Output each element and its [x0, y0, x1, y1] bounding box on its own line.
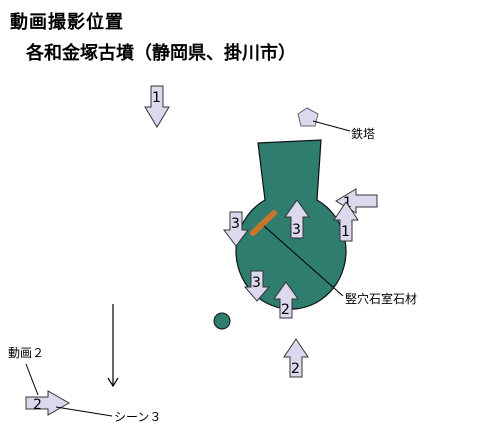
diagram-subtitle: 各和金塚古墳（静岡県、掛川市）: [26, 43, 296, 64]
tower-leader-line: [312, 120, 351, 132]
stone-chamber: [250, 210, 277, 236]
arrow-number-top: 1: [152, 90, 161, 106]
arrow-number-right-upper: 1: [343, 195, 352, 211]
camera-arrow-video2: 2: [25, 390, 71, 416]
scene3-label: シーン３: [114, 410, 161, 424]
video2-leader-line: [25, 363, 39, 396]
arrow-number-bottom-down: 3: [252, 275, 261, 291]
camera-arrow-below: 2: [283, 338, 309, 378]
arrow-number-bottom-up: 2: [281, 302, 290, 318]
arrow-number-right-side: 1: [341, 224, 350, 240]
tower-label: 鉄塔: [351, 126, 375, 141]
camera-line-arrow: [107, 304, 119, 388]
camera-arrow-top: 1: [144, 85, 170, 128]
tower-icon: [297, 107, 319, 127]
camera-arrow-center: 3: [284, 199, 310, 239]
camera-arrow-right-side: 1: [333, 201, 359, 242]
arrow-number-left: 3: [231, 216, 240, 232]
chamber-leader-line: [263, 225, 344, 297]
arrow-number-center: 3: [292, 222, 301, 238]
diagram-title: 動画撮影位置: [10, 12, 124, 33]
scene3-leader-line: [55, 406, 113, 417]
camera-arrow-bottom-down: 3: [243, 270, 271, 302]
video2-label: 動画２: [8, 346, 44, 360]
arrow-number-video2: 2: [33, 397, 42, 413]
camera-arrow-bottom-up: 2: [273, 281, 299, 319]
arrow-number-below: 2: [291, 361, 300, 377]
small-mound: [213, 312, 231, 330]
camera-arrow-left: 3: [223, 211, 249, 247]
chamber-label: 竪穴石室石材: [345, 291, 417, 306]
